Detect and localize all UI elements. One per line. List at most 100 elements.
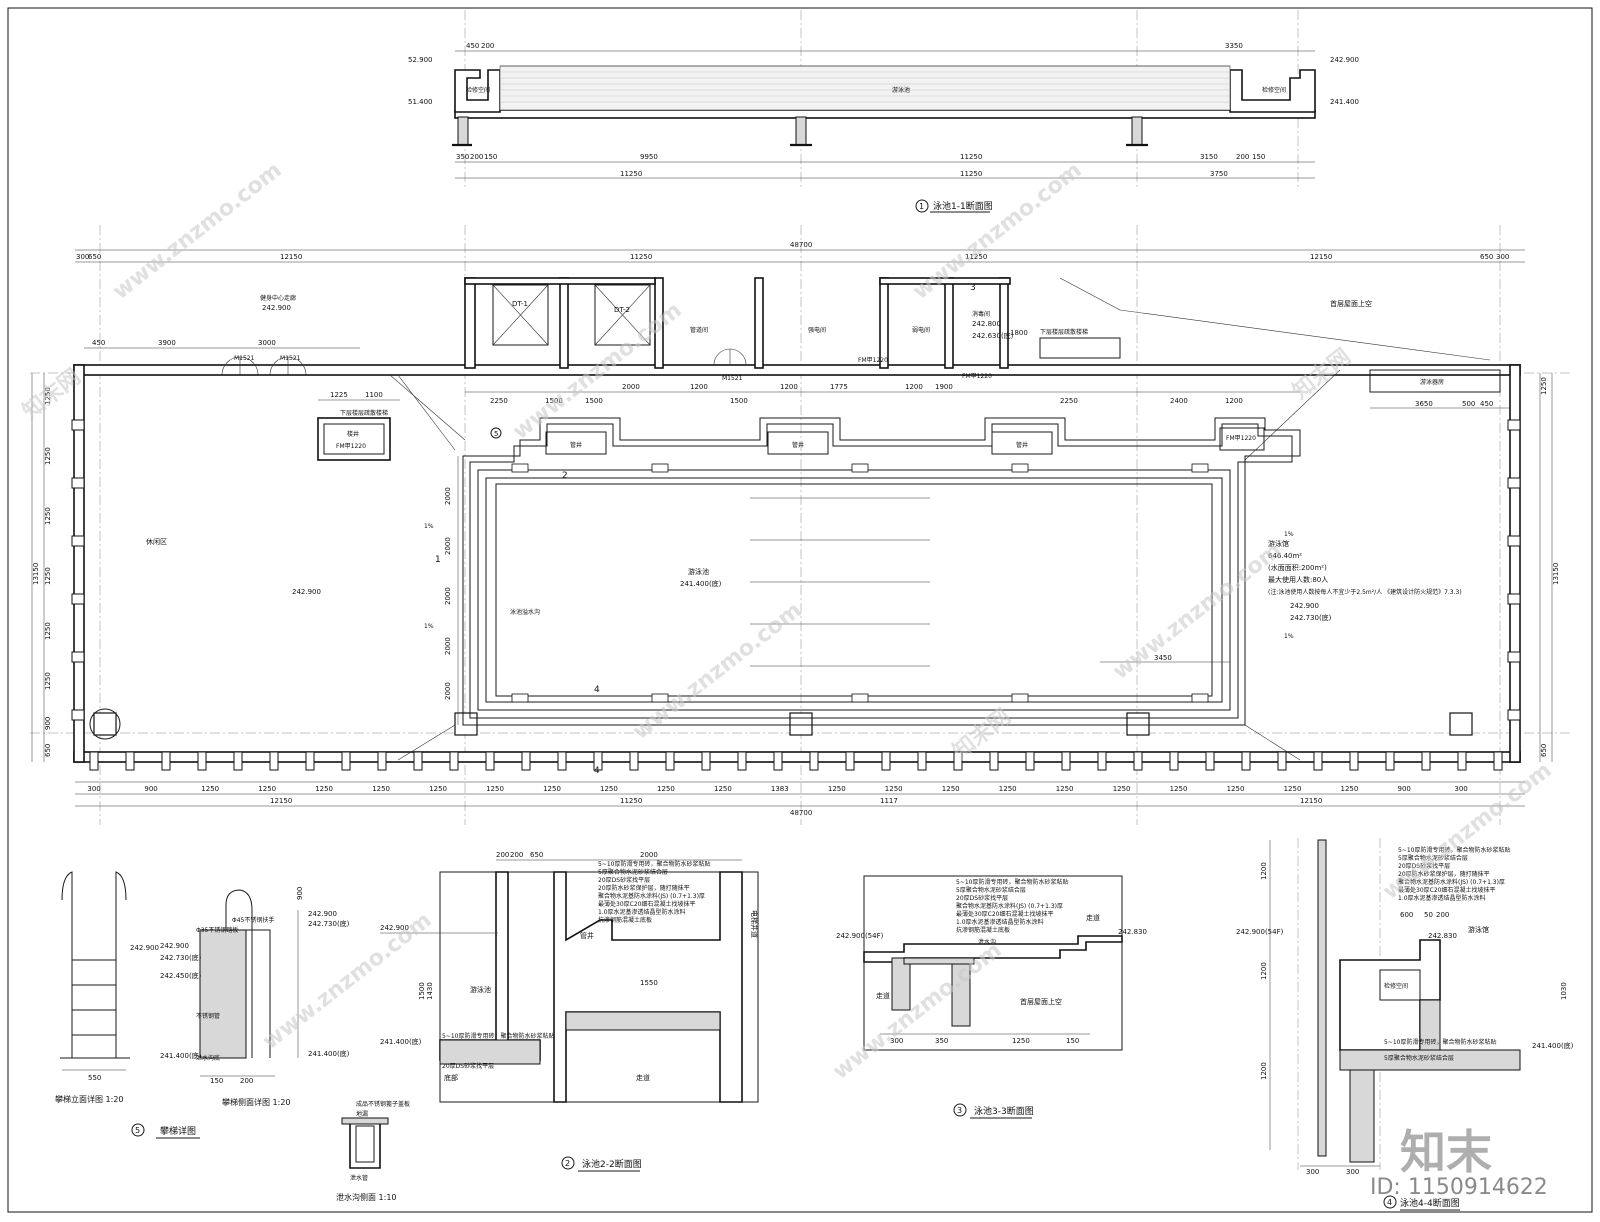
s3-title: 泳池3-3断面图 [974, 1105, 1034, 1117]
dl-5: 1250 [44, 672, 52, 690]
s2-note-4: 聚合物水泥基防水涂料(JS) (0.7+1.3)厚 [598, 892, 705, 900]
rb-dim-1: 500 [1462, 400, 1475, 408]
s2-dt-2: 650 [530, 851, 543, 859]
bottom-dim-18: 1250 [1113, 785, 1131, 793]
s4-elev-2: 242.830 [1428, 932, 1457, 940]
dl-3: 1250 [44, 567, 52, 585]
s3-label-top: 泄水沟 [978, 938, 996, 946]
slope-left: 1% [424, 523, 434, 530]
svc-dim-10: 1900 [935, 383, 953, 391]
s5-title: 攀梯详图 [160, 1125, 196, 1137]
bottom-dim-20: 1250 [1227, 785, 1245, 793]
s3-note-1: 5厚聚合物水泥砂浆结合层 [956, 886, 1026, 894]
s3-note-0: 5~10厚防滑专用砖，聚合物防水砂浆粘贴 [956, 878, 1068, 886]
s2-number: 2 [565, 1159, 570, 1168]
ladder-front-title: 攀梯立面详图 1:20 [55, 1094, 124, 1104]
s3-db-2: 1250 [1012, 1037, 1030, 1045]
dim-3900: 3900 [158, 339, 176, 347]
slope-right: 1% [1284, 531, 1294, 538]
section-1-1: 450 200 3350 52.900 51.400 242.900 241.4… [408, 10, 1359, 213]
s4-db-0: 300 [1306, 1168, 1319, 1176]
ladder-detail: 550 242.900 攀梯立面详图 1:20 Φ45不锈钢扶手 Φ35不锈钢踏… [55, 871, 410, 1202]
drain-title: 泄水沟侧面 1:10 [336, 1192, 397, 1202]
plan-dt-5: 12150 [1310, 253, 1332, 261]
s1-b2-2: 3750 [1210, 170, 1228, 178]
room-dt1: DT-1 [512, 300, 528, 308]
s4-dl-2: 1200 [1260, 1062, 1268, 1080]
bottom-dim-3: 1250 [258, 785, 276, 793]
svc-dim-1800: 1800 [1010, 329, 1028, 337]
gutter-2: 管井 [792, 441, 804, 449]
s4-elev-3: 241.400(底) [1532, 1041, 1574, 1050]
drain-lbl-2: 泄水管 [350, 1174, 368, 1182]
plan-section-5: 5 [494, 430, 498, 438]
slope-right-2: 1% [1284, 633, 1294, 640]
s4-note-b0: 5~10厚防滑专用砖，聚合物防水砂浆粘贴 [1384, 1038, 1496, 1046]
plan-dt-1: 650 [88, 253, 101, 261]
s3-elev-1: 242.900(54F) [836, 932, 884, 940]
s2-note-3: 20厚防水砂浆保护层，随打随抹平 [598, 884, 690, 892]
s1-pool-label: 游泳池 [892, 86, 910, 94]
pool-info-6: 242.900 [1290, 602, 1319, 610]
pdl-2: 2000 [444, 587, 452, 605]
svc-door-1: M1521 [722, 375, 743, 382]
logo-mark: 知末 [1400, 1125, 1492, 1179]
service-block: DT-1 DT-2 管道间 强电间 弱电间 消毒间 242.800 242.63… [464, 277, 1510, 409]
svc-door-2: FM甲1220 [858, 357, 888, 364]
door-m1521-2: M1521 [280, 355, 301, 362]
atrium-label: 健身中心走廊 [260, 294, 296, 302]
pool-plan: 48700 300 650 12150 11250 11250 12150 65… [30, 225, 1570, 825]
s3-note-6: 抗渗钢筋混凝土底板 [956, 926, 1010, 934]
pool-elev: 241.400(底) [680, 579, 722, 588]
s5-number: 5 [135, 1126, 140, 1135]
dl-0: 1250 [44, 387, 52, 405]
svc-stair-label: 下层楼层疏散楼梯 [1040, 328, 1088, 336]
s2-dt-0: 200 [496, 851, 509, 859]
box-dim-1: 1100 [365, 391, 383, 399]
pool-outline: 管井 管井 管井 FM甲1220 [462, 417, 1301, 726]
s2-elev-2: 241.400(底) [380, 1037, 422, 1046]
plan-section-1: 1 [435, 555, 441, 565]
bottom-dim-16: 1250 [999, 785, 1017, 793]
bottom-dim-14: 1250 [885, 785, 903, 793]
plan-overall-dim-top: 48700 [790, 241, 812, 249]
dr-0: 1250 [1540, 377, 1548, 395]
room-pipe: 管道间 [690, 326, 708, 334]
slope-left-2: 1% [424, 623, 434, 630]
ladder-dim-900: 900 [296, 887, 304, 900]
s1-b1-1: 200 [470, 153, 483, 161]
rb-dim-2: 450 [1480, 400, 1493, 408]
rb-dim-0: 3650 [1415, 400, 1433, 408]
s3-db-0: 300 [890, 1037, 903, 1045]
bottom-dim-23: 900 [1398, 785, 1411, 793]
s2-dim-1500: 1500 [418, 982, 426, 1000]
room-dt2: DT-2 [614, 306, 630, 314]
s1-b2-0: 11250 [620, 170, 642, 178]
bottom-dim-4: 1250 [315, 785, 333, 793]
ladder-side-elev-r2: 242.730(底) [308, 919, 350, 928]
box-door: FM甲1220 [336, 443, 366, 450]
s2-dt-1: 200 [510, 851, 523, 859]
db2-1: 11250 [620, 797, 642, 805]
gutter-3: 管井 [1016, 441, 1028, 449]
plan-dt-6: 650 [1480, 253, 1493, 261]
plan-section-4: 4 [594, 685, 600, 695]
s4-elev-1: 242.900(54F) [1236, 928, 1284, 936]
bottom-dim-12: 1383 [771, 785, 789, 793]
room-disinfect: 消毒间 [972, 310, 990, 318]
s1-elev-left-top: 52.900 [408, 56, 433, 64]
dr-2: 650 [1540, 744, 1548, 757]
plan-dt-2: 12150 [280, 253, 302, 261]
bottom-dim-17: 1250 [1056, 785, 1074, 793]
room-power: 强电间 [808, 326, 826, 334]
s4-dt-2: 200 [1436, 911, 1449, 919]
s4-note-6: 1.0厚水泥基渗透结晶型防水涂料 [1398, 894, 1486, 902]
wm-site-6: www.znzmo.com [258, 908, 436, 1055]
bottom-dim-19: 1250 [1170, 785, 1188, 793]
bottom-dim-5: 1250 [372, 785, 390, 793]
dl-1: 1250 [44, 447, 52, 465]
box-dim-0: 1225 [330, 391, 348, 399]
s1-dim-3350: 3350 [1225, 42, 1243, 50]
s3-db-1: 350 [935, 1037, 948, 1045]
